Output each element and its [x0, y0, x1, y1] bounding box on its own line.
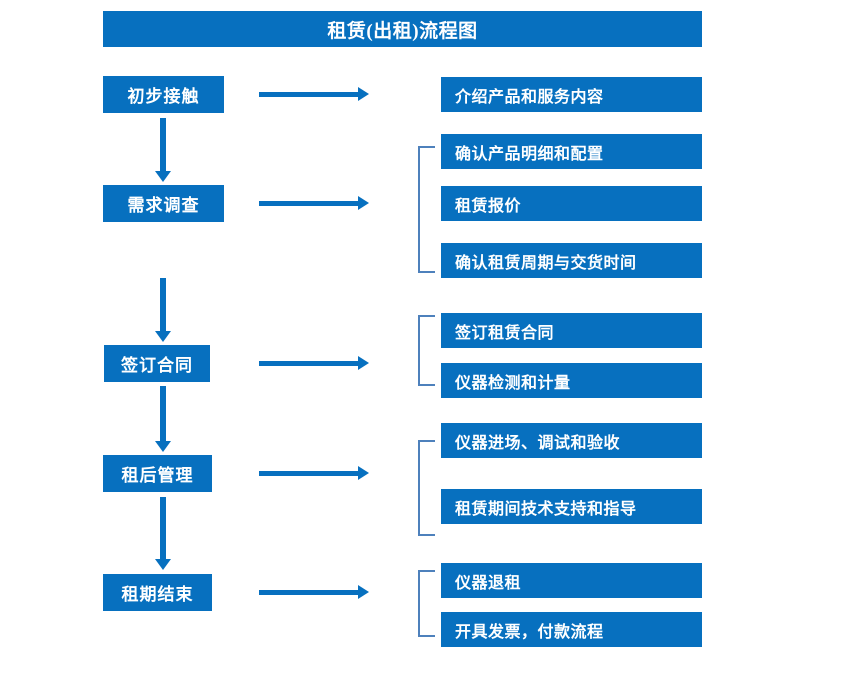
- stage-box-租后管理[interactable]: 租后管理: [103, 455, 212, 492]
- arrow-head-down-icon: [155, 331, 171, 342]
- detail-box-仪器检测和计量[interactable]: 仪器检测和计量: [441, 363, 702, 398]
- arrow-head-right-icon: [358, 356, 369, 370]
- arrow-head-right-icon: [358, 585, 369, 599]
- group-bracket-租后管理: [418, 440, 435, 536]
- horizontal-arrow-租期结束: [259, 585, 369, 599]
- vertical-arrow-签订合同-to-租后管理: [155, 386, 171, 452]
- arrow-head-right-icon: [358, 196, 369, 210]
- arrow-shaft: [160, 386, 166, 441]
- arrow-shaft: [160, 497, 166, 559]
- group-bracket-租期结束: [418, 570, 435, 637]
- horizontal-arrow-租后管理: [259, 466, 369, 480]
- detail-box-租赁期间技术支持和指导[interactable]: 租赁期间技术支持和指导: [441, 489, 702, 524]
- group-bracket-需求调查: [418, 146, 435, 273]
- arrow-head-down-icon: [155, 171, 171, 182]
- vertical-arrow-需求调查-to-签订合同: [155, 278, 171, 342]
- stage-box-签订合同[interactable]: 签订合同: [104, 345, 210, 382]
- arrow-shaft: [259, 471, 358, 476]
- chart-title-banner: 租赁(出租)流程图: [103, 11, 702, 47]
- arrow-shaft: [160, 278, 166, 331]
- arrow-head-down-icon: [155, 559, 171, 570]
- detail-box-介绍产品和服务内容[interactable]: 介绍产品和服务内容: [441, 77, 702, 112]
- arrow-head-right-icon: [358, 466, 369, 480]
- stage-box-初步接触[interactable]: 初步接触: [103, 76, 224, 113]
- detail-box-租赁报价[interactable]: 租赁报价: [441, 186, 702, 221]
- horizontal-arrow-初步接触: [259, 87, 369, 101]
- stage-box-需求调查[interactable]: 需求调查: [103, 185, 224, 222]
- group-bracket-签订合同: [418, 315, 435, 386]
- horizontal-arrow-签订合同: [259, 356, 369, 370]
- vertical-arrow-租后管理-to-租期结束: [155, 497, 171, 570]
- detail-box-确认租赁周期与交货时间[interactable]: 确认租赁周期与交货时间: [441, 243, 702, 278]
- vertical-arrow-初步接触-to-需求调查: [155, 118, 171, 182]
- detail-box-开具发票付款流程[interactable]: 开具发票，付款流程: [441, 612, 702, 647]
- arrow-shaft: [160, 118, 166, 171]
- detail-box-仪器进场调试和验收[interactable]: 仪器进场、调试和验收: [441, 423, 702, 458]
- detail-box-签订租赁合同[interactable]: 签订租赁合同: [441, 313, 702, 348]
- arrow-head-right-icon: [358, 87, 369, 101]
- arrow-shaft: [259, 361, 358, 366]
- arrow-shaft: [259, 92, 358, 97]
- detail-box-确认产品明细和配置[interactable]: 确认产品明细和配置: [441, 134, 702, 169]
- stage-box-租期结束[interactable]: 租期结束: [103, 574, 212, 611]
- arrow-head-down-icon: [155, 441, 171, 452]
- detail-box-仪器退租[interactable]: 仪器退租: [441, 563, 702, 598]
- arrow-shaft: [259, 590, 358, 595]
- arrow-shaft: [259, 201, 358, 206]
- horizontal-arrow-需求调查: [259, 196, 369, 210]
